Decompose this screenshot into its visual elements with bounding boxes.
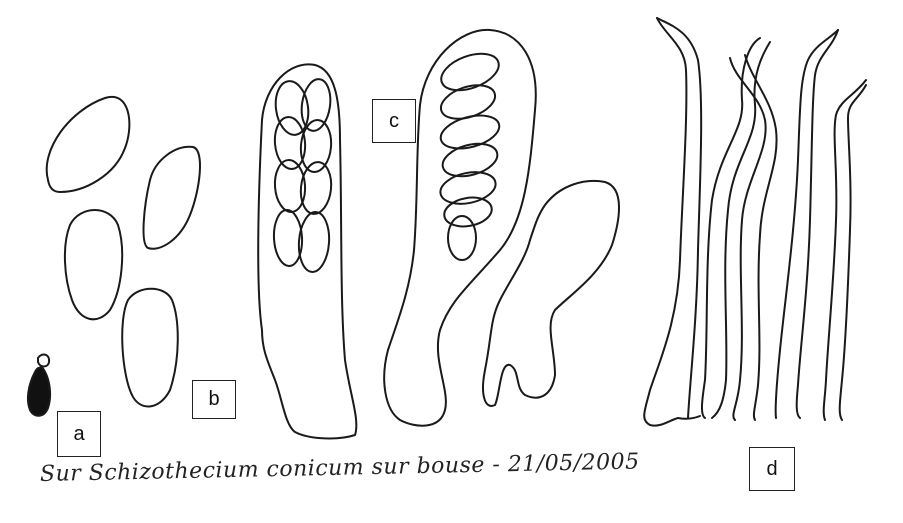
label-d: d bbox=[749, 447, 795, 491]
label-a: a bbox=[57, 411, 101, 457]
spore-b-1 bbox=[47, 97, 130, 192]
ascospore bbox=[299, 119, 333, 173]
ascospore bbox=[442, 194, 494, 230]
spores-b-drawing bbox=[47, 97, 200, 407]
ascospore bbox=[299, 77, 334, 132]
spore-b-3 bbox=[65, 210, 122, 319]
paraphyses-d-drawing bbox=[644, 18, 866, 426]
spore-b-4 bbox=[122, 289, 178, 407]
spore-b-2 bbox=[144, 147, 200, 249]
ascospore bbox=[448, 216, 476, 260]
ascospore bbox=[439, 138, 501, 181]
spore-a-drawing bbox=[28, 355, 50, 416]
ascus-1-drawing bbox=[258, 64, 356, 438]
ascus-3-drawing bbox=[483, 181, 619, 406]
label-b: b bbox=[192, 380, 236, 419]
ascospore bbox=[298, 161, 333, 216]
label-c: c bbox=[372, 99, 416, 143]
